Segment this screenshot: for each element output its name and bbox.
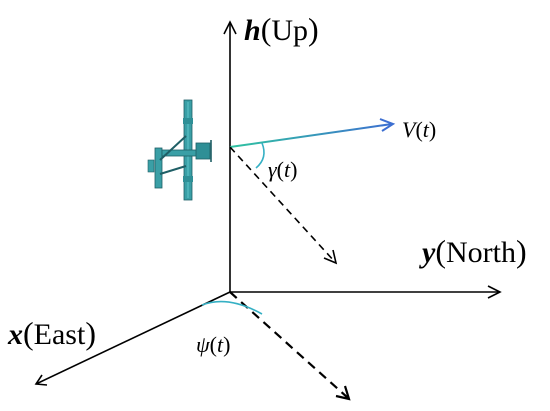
x-axis <box>34 291 231 386</box>
heading-projection-dashed <box>229 291 351 401</box>
velocity-vector <box>229 118 396 148</box>
twin-boom-uav-icon <box>147 99 212 201</box>
velocity-label: V(t) <box>402 117 436 142</box>
y-axis <box>230 285 502 299</box>
y-axis-label: y(North) <box>419 233 527 269</box>
psi-label: ψ(t) <box>196 332 230 357</box>
gamma-label: γ(t) <box>268 157 297 182</box>
psi-angle-arc <box>201 300 263 315</box>
h-axis <box>223 20 237 292</box>
h-axis-label: h(Up) <box>244 11 319 47</box>
gamma-angle-arc <box>255 142 265 169</box>
x-axis-label: x(East) <box>7 315 96 351</box>
velocity-projection-dashed <box>229 146 338 265</box>
